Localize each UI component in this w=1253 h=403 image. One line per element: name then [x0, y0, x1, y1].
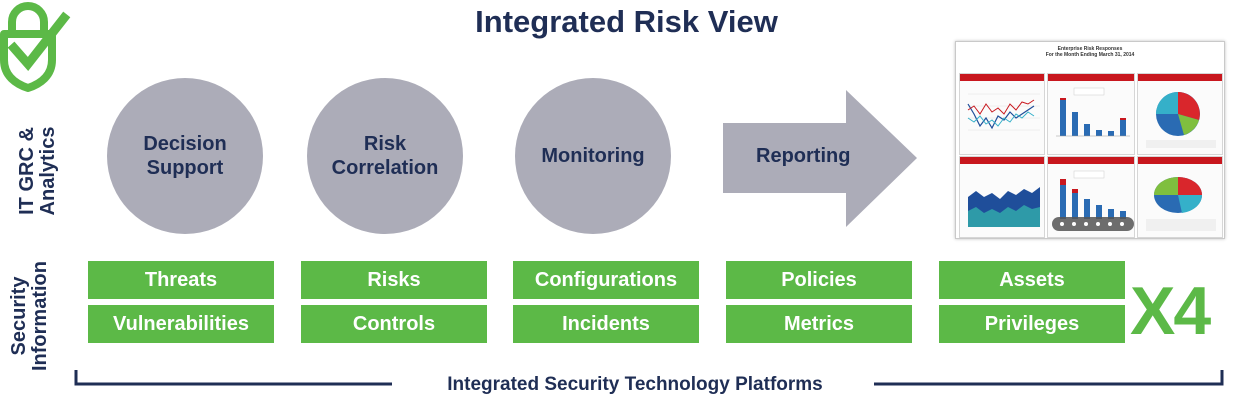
footer-label: Integrated Security Technology Platforms	[447, 374, 823, 395]
risks-box: Risks	[301, 261, 487, 299]
panel-header	[960, 74, 1044, 81]
security-information-label: Security Information	[8, 251, 51, 381]
panel-header	[960, 157, 1044, 164]
risk-correlation-circle: Risk Correlation	[307, 78, 463, 234]
panel-header	[1048, 157, 1134, 164]
circle-label-line: Risk	[363, 133, 407, 155]
report-panel-pie-chart	[1137, 73, 1223, 155]
it-grc-label-line-1: IT GRC &	[16, 127, 38, 215]
bar-chart-graphic	[1056, 87, 1130, 137]
configurations-box: Configurations	[513, 261, 699, 299]
reporting-label: Reporting	[756, 145, 851, 167]
privileges-box: Privileges	[939, 305, 1125, 343]
security-label-line-1: Security	[8, 276, 30, 356]
footer-bracket	[74, 370, 1224, 386]
viewer-toolbar-icons	[1060, 222, 1124, 226]
policies-box: Policies	[726, 261, 912, 299]
report-dashboard-thumbnail: Enterprise Risk Responses For the Month …	[955, 41, 1225, 239]
area-chart-graphic	[968, 187, 1040, 227]
multiplier-label: X4	[1130, 273, 1211, 349]
report-panel-bar-chart	[1047, 73, 1135, 155]
it-grc-analytics-label: IT GRC & Analytics	[16, 106, 59, 236]
pie-chart-2-graphic	[1146, 177, 1216, 231]
report-panel-area-chart	[959, 156, 1045, 238]
circle-label-line: Decision	[143, 133, 227, 155]
report-title-line: For the Month Ending March 31, 2014	[1045, 52, 1135, 58]
reporting-arrow	[723, 90, 917, 227]
diagram-title: Integrated Risk View	[475, 4, 778, 39]
circle-label-line: Correlation	[331, 157, 439, 179]
panel-header	[1138, 74, 1222, 81]
shield-check-icon	[0, 2, 71, 92]
report-panel-pie-chart-2	[1137, 156, 1223, 238]
circle-label-line: Monitoring	[541, 145, 645, 167]
panel-header	[1048, 74, 1134, 81]
report-title: Enterprise Risk Responses For the Month …	[956, 46, 1224, 58]
decision-support-circle: Decision Support	[107, 78, 263, 234]
metrics-box: Metrics	[726, 305, 912, 343]
security-label-line-2: Information	[29, 261, 51, 371]
report-title-line: Enterprise Risk Responses	[1057, 46, 1123, 52]
assets-box: Assets	[939, 261, 1125, 299]
panel-header	[1138, 157, 1222, 164]
viewer-toolbar[interactable]	[1052, 217, 1134, 231]
monitoring-circle: Monitoring	[515, 78, 671, 234]
controls-box: Controls	[301, 305, 487, 343]
report-panel-line-chart	[959, 73, 1045, 155]
pie-chart-graphic	[1146, 92, 1216, 148]
incidents-box: Incidents	[513, 305, 699, 343]
circle-label-line: Support	[146, 157, 224, 179]
it-grc-label-line-2: Analytics	[37, 126, 59, 216]
line-chart-graphic	[967, 93, 1040, 131]
threats-box: Threats	[88, 261, 274, 299]
bar-chart-2-graphic	[1060, 170, 1126, 219]
vulnerabilities-box: Vulnerabilities	[88, 305, 274, 343]
